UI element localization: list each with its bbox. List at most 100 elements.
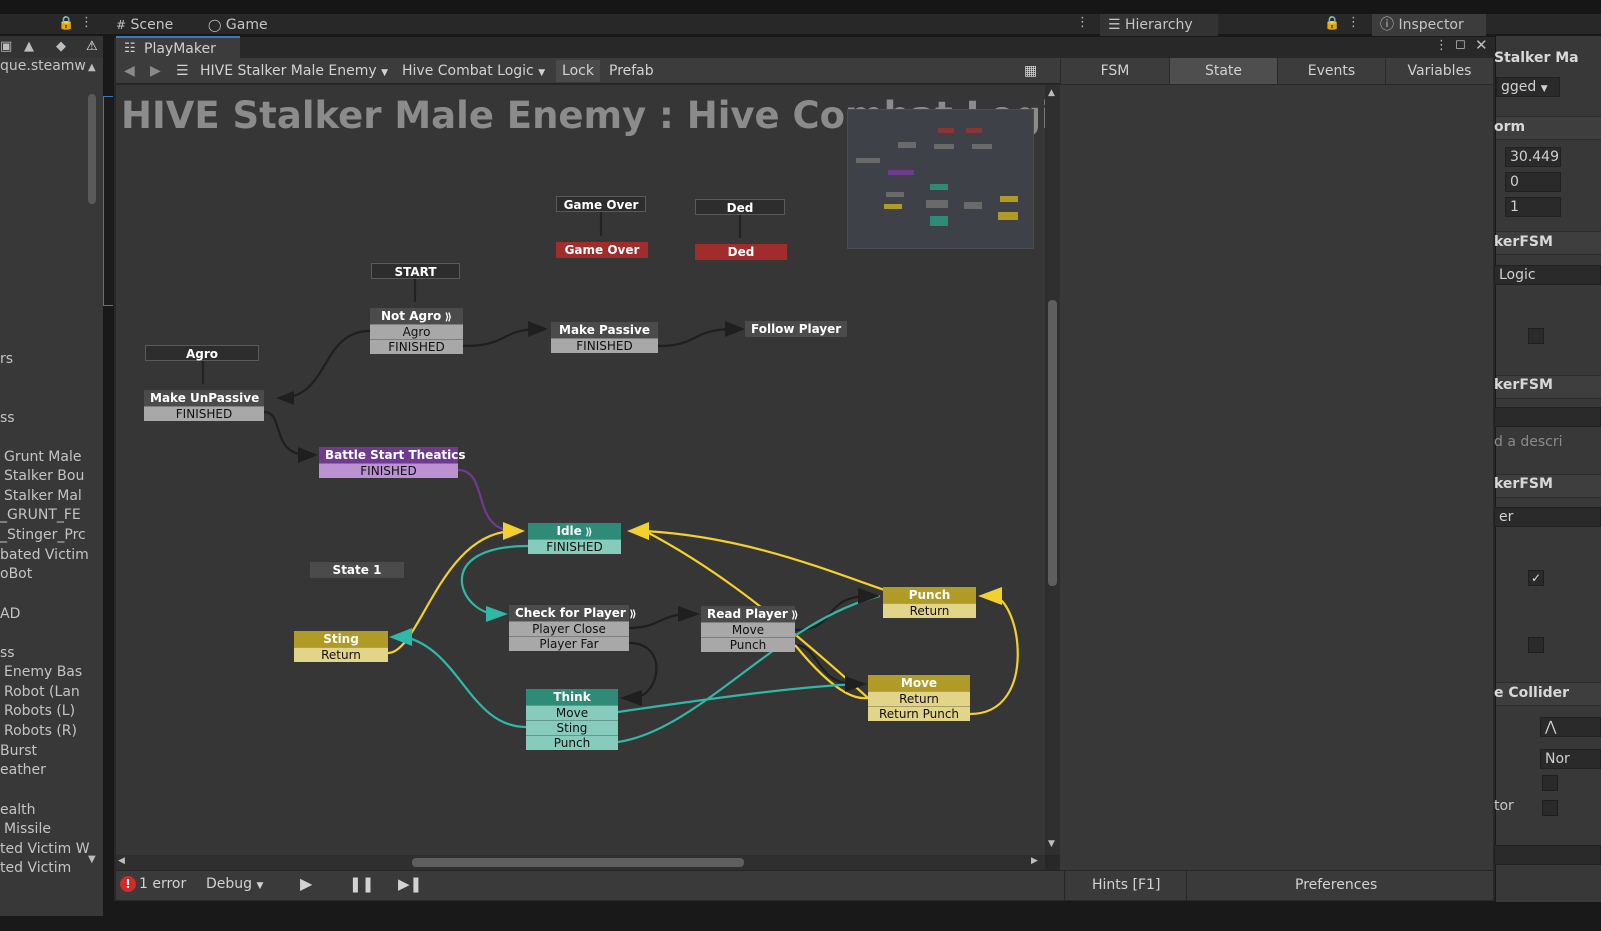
transition-sting[interactable]: Sting <box>526 720 618 735</box>
error-count[interactable]: 1 error <box>139 876 187 892</box>
state-idle[interactable]: Idle ⟫ FINISHED <box>528 523 621 554</box>
project-item[interactable]: rs <box>0 351 14 367</box>
transition-punch[interactable]: Punch <box>526 735 618 750</box>
play-icon[interactable]: ▶ <box>300 874 313 893</box>
lock-icon[interactable]: 🔒 <box>58 16 75 31</box>
state-options-icon[interactable]: ⟫ <box>625 609 637 620</box>
state-think[interactable]: Think Move Sting Punch <box>526 689 618 750</box>
menu-icon[interactable]: ☰ <box>176 63 189 79</box>
tab-state[interactable]: State <box>1169 58 1277 84</box>
project-item[interactable]: Grunt Male <box>4 449 82 465</box>
position-y-field[interactable]: 0 <box>1505 172 1561 192</box>
tab-scene[interactable]: # Scene <box>116 17 174 33</box>
step-icon[interactable]: ▶❚ <box>398 875 423 893</box>
project-item[interactable]: Robots (R) <box>4 723 78 739</box>
transition-return[interactable]: Return <box>883 603 976 618</box>
project-item[interactable]: eather <box>0 762 46 778</box>
tab-hierarchy[interactable]: ☰ Hierarchy <box>1100 14 1218 36</box>
more-icon[interactable]: ⋮ <box>80 15 93 30</box>
transition-finished[interactable]: FINISHED <box>319 463 458 478</box>
forward-icon[interactable]: ▶ <box>150 63 161 79</box>
debug-select[interactable]: Debug ▼ <box>206 876 264 892</box>
project-item[interactable]: _GRUNT_FE <box>0 507 81 523</box>
project-item[interactable]: Missile <box>4 821 51 837</box>
transition-finished[interactable]: FINISHED <box>551 338 658 353</box>
transition-player-close[interactable]: Player Close <box>509 621 629 636</box>
transition-move[interactable]: Move <box>701 622 795 637</box>
state-follow-player[interactable]: Follow Player <box>745 321 847 337</box>
event-ded[interactable]: Ded <box>695 199 785 215</box>
project-item[interactable]: Stalker Mal <box>4 488 82 504</box>
project-item[interactable]: oBot <box>0 566 33 582</box>
filter-icon[interactable]: ▲ <box>24 39 34 54</box>
scroll-left-icon[interactable]: ◀ <box>118 856 125 866</box>
event-agro[interactable]: Agro <box>145 345 259 361</box>
collider-checkbox[interactable] <box>1542 800 1558 816</box>
project-item[interactable]: ss <box>0 645 15 661</box>
project-item[interactable]: ted Victim W <box>0 841 90 857</box>
project-item[interactable]: ealth <box>0 802 36 818</box>
tab-fsm[interactable]: FSM <box>1060 58 1169 84</box>
collider-material-field[interactable]: Nor <box>1540 749 1601 769</box>
state-make-passive[interactable]: Make Passive FINISHED <box>551 322 658 353</box>
state-options-icon[interactable]: ⟫ <box>581 527 593 538</box>
prefab-button[interactable]: Prefab <box>609 63 654 79</box>
transition-finished[interactable]: FINISHED <box>144 406 264 421</box>
project-item[interactable]: ted Victim <box>0 860 72 876</box>
transition-return[interactable]: Return <box>868 691 970 706</box>
transition-finished[interactable]: FINISHED <box>370 339 463 354</box>
state-ded[interactable]: Ded <box>695 244 787 260</box>
pause-icon[interactable]: ❚❚ <box>349 875 375 893</box>
project-item[interactable]: Enemy Bas <box>4 664 83 680</box>
event-start[interactable]: START <box>371 263 460 279</box>
tab-variables[interactable]: Variables <box>1385 58 1493 84</box>
collider-checkbox[interactable] <box>1542 775 1558 791</box>
inspector-field[interactable] <box>1494 845 1601 865</box>
gameobject-select[interactable]: HIVE Stalker Male Enemy ▼ <box>200 63 389 79</box>
edit-collider-button[interactable]: ⋀ <box>1540 717 1601 737</box>
tab-inspector[interactable]: ⓘ Inspector <box>1372 14 1486 36</box>
project-item[interactable]: Burst <box>0 743 38 759</box>
lock-icon[interactable]: 🔒 <box>1324 16 1341 31</box>
state-make-unpassive[interactable]: Make UnPassive FINISHED <box>144 390 264 421</box>
state-punch[interactable]: Punch Return <box>883 587 976 618</box>
collapse-icon[interactable]: ▣ <box>0 39 13 54</box>
transition-return[interactable]: Return <box>294 647 388 662</box>
position-x-field[interactable]: 30.449 <box>1505 147 1561 167</box>
project-item[interactable]: ss <box>0 410 15 426</box>
state-check-for-player[interactable]: Check for Player ⟫ Player Close Player F… <box>509 605 637 651</box>
fsm-name-field[interactable]: Logic <box>1494 265 1601 285</box>
project-scrollbar[interactable] <box>88 94 96 204</box>
state-not-agro[interactable]: Not Agro ⟫ Agro FINISHED <box>370 308 463 354</box>
scroll-down-icon[interactable]: ▼ <box>1048 839 1055 849</box>
minimap-toggle-icon[interactable]: ▦ <box>1024 63 1038 79</box>
fsm-checkbox[interactable] <box>1528 637 1544 653</box>
state-sting[interactable]: Sting Return <box>294 631 388 662</box>
tab-game[interactable]: ◯ Game <box>208 17 268 33</box>
state-read-player[interactable]: Read Player ⟫ Move Punch <box>701 606 798 652</box>
fsm-field[interactable] <box>1494 407 1601 427</box>
project-item[interactable]: _Stinger_Prc <box>0 527 86 543</box>
tab-events[interactable]: Events <box>1277 58 1385 84</box>
horizontal-scroll-thumb[interactable] <box>412 858 744 867</box>
fsm-name-field[interactable]: er <box>1494 507 1601 527</box>
close-icon[interactable]: ✕ <box>1475 36 1488 54</box>
more-icon[interactable]: ⋮ <box>1076 15 1089 30</box>
project-item[interactable]: bated Victim <box>0 547 89 563</box>
scroll-right-icon[interactable]: ▶ <box>1031 856 1038 866</box>
state-state-1[interactable]: State 1 <box>310 562 404 578</box>
project-item[interactable]: Robot (Lan <box>4 684 80 700</box>
position-z-field[interactable]: 1 <box>1505 197 1561 217</box>
more-icon[interactable]: ⋮ <box>1347 15 1360 30</box>
transition-agro[interactable]: Agro <box>370 324 463 339</box>
transition-finished[interactable]: FINISHED <box>528 539 621 554</box>
lock-button[interactable]: Lock <box>556 60 600 82</box>
state-move[interactable]: Move Return Return Punch <box>868 675 970 721</box>
transition-return-punch[interactable]: Return Punch <box>868 706 970 721</box>
transition-player-far[interactable]: Player Far <box>509 636 629 651</box>
state-options-icon[interactable]: ⟫ <box>441 312 452 323</box>
project-item[interactable]: Robots (L) <box>4 703 76 719</box>
more-icon[interactable]: ⋮ <box>1435 38 1448 53</box>
graph-minimap[interactable] <box>847 109 1034 249</box>
state-game-over[interactable]: Game Over <box>556 242 648 258</box>
